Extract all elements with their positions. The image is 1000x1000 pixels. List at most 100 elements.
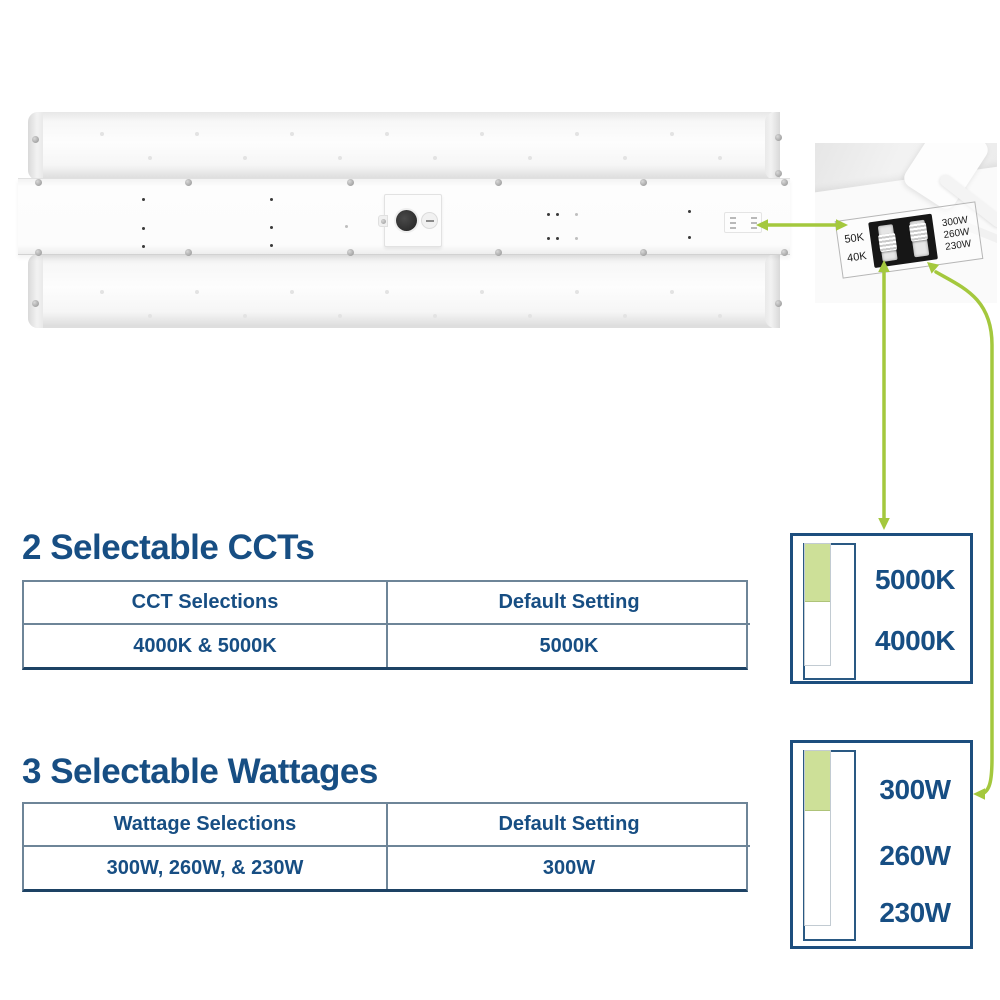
led-dot: [433, 156, 437, 160]
wiring-hole: [396, 210, 417, 231]
led-dot: [195, 132, 199, 136]
wattage-option-300w: 300W: [879, 774, 951, 805]
screw: [35, 249, 42, 256]
led-dot: [338, 156, 342, 160]
wattage-table-value-selections: 300W, 260W, & 230W: [24, 847, 388, 889]
dip-switch-on-fixture: [724, 212, 762, 233]
cct-table-value-default: 5000K: [539, 634, 599, 657]
knockout-plug: [421, 212, 438, 229]
led-dot: [433, 314, 437, 318]
led-dot: [243, 314, 247, 318]
junction-box-screw: [378, 215, 388, 227]
pin-hole: [142, 245, 145, 248]
screw: [185, 249, 192, 256]
arrowhead-to-wattage-panel: [973, 788, 985, 800]
led-dot: [290, 132, 294, 136]
led-dot: [290, 290, 294, 294]
wattage-table-header-default: Default Setting: [388, 804, 750, 847]
led-dot: [670, 132, 674, 136]
led-dot: [385, 132, 389, 136]
led-dot: [623, 156, 627, 160]
cct-section-heading: 2 Selectable CCTs: [22, 528, 315, 567]
led-dot: [243, 156, 247, 160]
label-230w: 230W: [944, 237, 972, 253]
fixture-endcap-left: [28, 112, 43, 180]
screw: [347, 179, 354, 186]
screw: [495, 179, 502, 186]
junction-box: [378, 194, 442, 247]
screw: [347, 249, 354, 256]
cct-table: CCT Selections Default Setting 4000K & 5…: [22, 580, 750, 670]
led-dot: [480, 290, 484, 294]
pin-hole: [575, 213, 578, 216]
led-dot: [718, 314, 722, 318]
wattage-switch-labels: 300W 260W 230W: [932, 213, 980, 254]
led-dot: [575, 290, 579, 294]
cct-switch-labels: 50K 40K: [838, 230, 874, 265]
pin-hole: [270, 226, 273, 229]
screw: [185, 179, 192, 186]
pin-hole: [688, 236, 691, 239]
led-dot: [528, 156, 532, 160]
wattage-section-heading: 3 Selectable Wattages: [22, 752, 378, 791]
pin-hole: [270, 198, 273, 201]
wattage-switch-slider: [804, 750, 831, 926]
led-dot: [100, 132, 104, 136]
cct-table-header-default: Default Setting: [388, 582, 750, 625]
led-dot: [338, 314, 342, 318]
cct-switch-slider: [804, 543, 831, 666]
pin-hole: [142, 198, 145, 201]
wattage-table: Wattage Selections Default Setting 300W,…: [22, 802, 750, 892]
screw: [640, 249, 647, 256]
wattage-table-value-default: 300W: [542, 856, 596, 879]
led-dot: [148, 156, 152, 160]
cct-switch-position-indicator: [805, 544, 830, 602]
wattage-table-header-selections: Wattage Selections: [24, 804, 388, 847]
led-dot: [528, 314, 532, 318]
pin-hole: [547, 213, 550, 216]
pin-hole: [270, 244, 273, 247]
led-dot: [623, 314, 627, 318]
label-50k: 50K: [843, 230, 865, 246]
pin-hole: [688, 210, 691, 213]
wattage-slide-switch: [908, 219, 929, 258]
led-dot: [718, 156, 722, 160]
pin-hole: [556, 237, 559, 240]
screw: [781, 179, 788, 186]
screw: [495, 249, 502, 256]
dip-switch-recess: [868, 213, 938, 269]
screw: [32, 136, 39, 143]
pin-hole: [556, 213, 559, 216]
cct-table-header-selections: CCT Selections: [24, 582, 388, 625]
screw: [35, 179, 42, 186]
led-dot: [670, 290, 674, 294]
pin-hole: [345, 225, 348, 228]
wattage-switch-position-indicator: [805, 751, 830, 811]
screw: [640, 179, 647, 186]
led-dot: [100, 290, 104, 294]
fixture-top-rail: [28, 112, 780, 180]
screw: [775, 170, 782, 177]
led-dot: [385, 290, 389, 294]
led-dot: [575, 132, 579, 136]
cct-switch-knob: [877, 232, 897, 253]
fixture-endcap-left: [28, 254, 43, 328]
wattage-option-230w: 230W: [879, 897, 951, 928]
screw: [32, 300, 39, 307]
cct-option-5000k: 5000K: [874, 564, 956, 595]
pin-hole: [142, 227, 145, 230]
pin-hole: [547, 237, 550, 240]
arrowhead-down: [878, 518, 890, 530]
screw: [775, 134, 782, 141]
fixture-endcap-right: [765, 254, 780, 328]
fixture-bottom-rail: [28, 254, 780, 328]
label-40k: 40K: [846, 249, 868, 265]
dip-switch-zoom-inset: 50K 40K 300W 260W 230W: [815, 143, 997, 303]
screw: [781, 249, 788, 256]
cct-option-4000k: 4000K: [874, 625, 956, 656]
led-dot: [195, 290, 199, 294]
led-dot: [148, 314, 152, 318]
cct-table-value-selections: 4000K & 5000K: [24, 625, 388, 667]
pin-hole: [575, 237, 578, 240]
